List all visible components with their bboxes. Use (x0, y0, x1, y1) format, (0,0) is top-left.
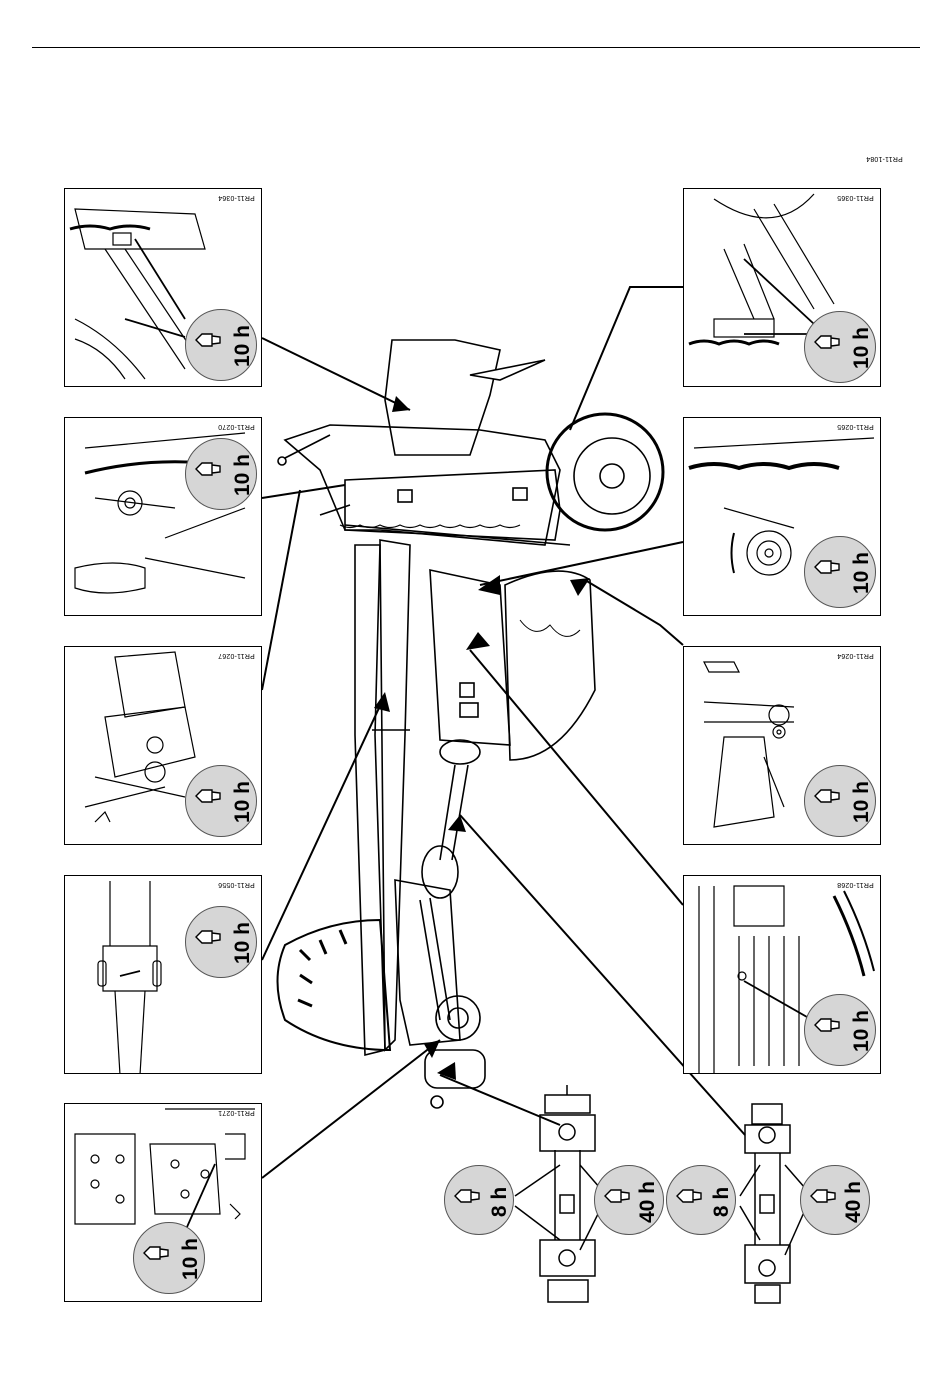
shaft-left-badge-b: 40 h (594, 1165, 664, 1235)
interval-badge: 10 h (804, 994, 876, 1066)
leader-line-left-5 (262, 1040, 440, 1178)
panel-code: PR11-0265 (837, 423, 874, 430)
interval-badge: 10 h (804, 536, 876, 608)
panel-code: PR11-0268 (837, 881, 874, 888)
interval-badge: 10 h (185, 906, 257, 978)
panel-code: PR11-0365 (837, 194, 874, 201)
interval-label: 10 h (850, 781, 874, 823)
panel-left-1: PR11-0364 10 h (64, 188, 262, 387)
panel-code: PR11-0556 (218, 881, 255, 888)
interval-label: 10 h (231, 454, 255, 496)
grease-nipple-icon (811, 328, 843, 356)
grease-nipple-icon (601, 1182, 633, 1210)
shaft-left-badge-a: 8 h (444, 1165, 514, 1235)
leader-line-left-2 (262, 485, 345, 498)
interval-badge: 10 h (185, 309, 257, 381)
grease-nipple-icon (451, 1182, 483, 1210)
leader-line-right-4 (470, 650, 683, 905)
panel-code: PR11-0271 (218, 1109, 255, 1116)
grease-nipple-icon (192, 326, 224, 354)
leader-line-shaft-left (440, 1075, 560, 1125)
panel-left-4: PR11-0556 10 h (64, 875, 262, 1074)
shaft-right-badge-a: 8 h (666, 1165, 736, 1235)
interval-badge: 10 h (804, 311, 876, 383)
grease-nipple-icon (192, 923, 224, 951)
interval-badge: 10 h (804, 765, 876, 837)
grease-nipple-icon (811, 1011, 843, 1039)
interval-label: 8 h (710, 1187, 734, 1217)
grease-nipple-icon (811, 782, 843, 810)
interval-label: 10 h (179, 1238, 203, 1280)
interval-label: 10 h (231, 922, 255, 964)
interval-label: 10 h (850, 552, 874, 594)
grease-nipple-icon (140, 1239, 172, 1267)
panel-code: PR11-0364 (218, 194, 255, 201)
grease-nipple-icon (807, 1182, 839, 1210)
leader-line-right-2 (480, 542, 683, 585)
panel-left-5: PR11-0271 10 h (64, 1103, 262, 1302)
grease-nipple-icon (192, 455, 224, 483)
interval-label: 10 h (850, 327, 874, 369)
panel-code: PR11-0264 (837, 652, 874, 659)
interval-label: 40 h (842, 1181, 866, 1223)
panel-right-2: PR11-0265 10 h (683, 417, 881, 616)
interval-label: 40 h (636, 1181, 660, 1223)
panel-right-1: PR11-0365 10 h (683, 188, 881, 387)
panel-left-2: PR11-0270 10 h (64, 417, 262, 616)
interval-label: 10 h (231, 781, 255, 823)
leader-line-right-3 (585, 580, 683, 645)
leader-line-left-3 (262, 490, 300, 690)
interval-badge: 10 h (133, 1222, 205, 1294)
panel-code: PR11-0267 (218, 652, 255, 659)
grease-nipple-icon (811, 553, 843, 581)
interval-label: 10 h (850, 1010, 874, 1052)
shaft-right-badge-b: 40 h (800, 1165, 870, 1235)
leader-line-right-1 (570, 287, 683, 430)
shaft-right-drawing (745, 1104, 790, 1303)
interval-badge: 10 h (185, 438, 257, 510)
grease-nipple-icon (192, 782, 224, 810)
panel-code: PR11-0270 (218, 423, 255, 430)
interval-label: 10 h (231, 325, 255, 367)
panel-left-3: PR11-0267 10 h (64, 646, 262, 845)
interval-badge: 10 h (185, 765, 257, 837)
grease-nipple-icon (673, 1182, 705, 1210)
interval-label: 8 h (488, 1187, 512, 1217)
panel-right-4: PR11-0268 10 h (683, 875, 881, 1074)
shaft-left-drawing (540, 1085, 595, 1302)
panel-right-3: PR11-0264 10 h (683, 646, 881, 845)
